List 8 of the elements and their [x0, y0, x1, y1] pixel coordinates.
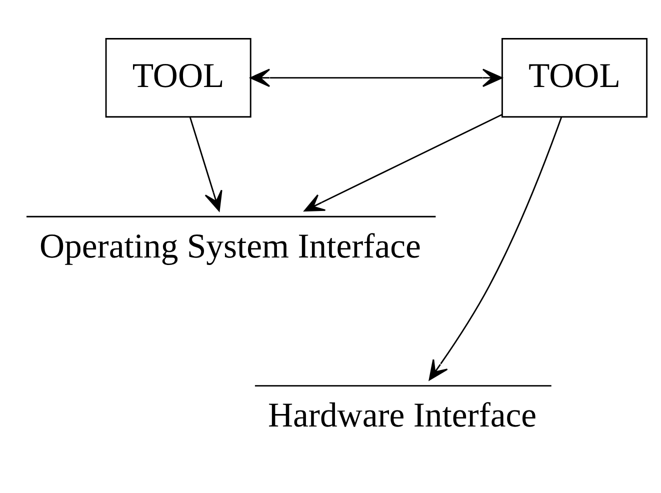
node-text: Operating System Interface [40, 226, 421, 265]
node-box: TOOL [105, 38, 252, 118]
arrow [189, 116, 222, 211]
arrow [428, 116, 562, 380]
node-text: Hardware Interface [268, 395, 537, 434]
arrow [250, 68, 502, 86]
arrow [304, 114, 502, 212]
node-box: TOOL [501, 38, 648, 118]
